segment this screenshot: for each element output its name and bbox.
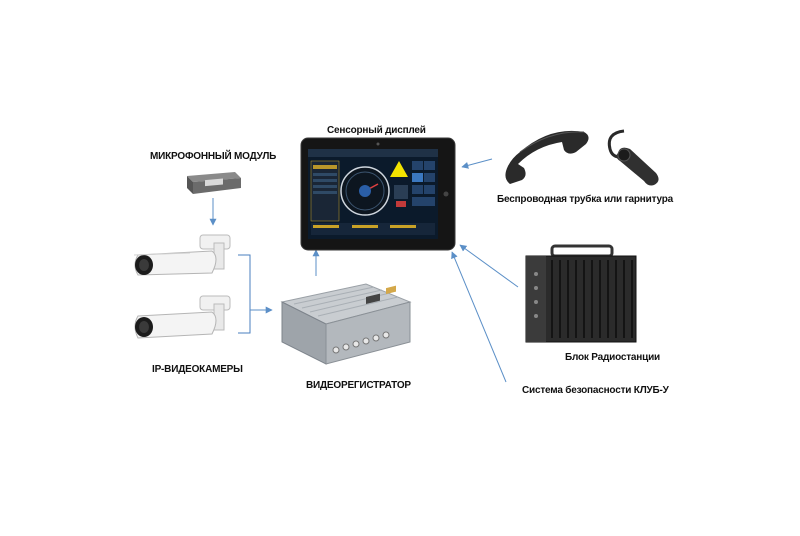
bluetooth-headset-image <box>607 129 659 186</box>
label-safety-system: Система безопасности КЛУБ-У <box>522 385 669 396</box>
video-recorder-image <box>280 283 412 365</box>
bracket-cameras <box>238 254 251 334</box>
microphone-module-image <box>187 172 241 194</box>
label-radio-unit: Блок Радиостанции <box>565 352 660 363</box>
label-touch-display: Сенсорный дисплей <box>327 125 426 136</box>
label-microphone-module: МИКРОФОННЫЙ МОДУЛЬ <box>150 151 277 162</box>
label-handset-headset: Беспроводная трубка или гарнитура <box>497 194 674 205</box>
radio-unit-image <box>525 244 637 343</box>
ip-camera-top-image <box>133 234 231 276</box>
ip-camera-bottom-image <box>134 295 231 339</box>
wireless-handset-image <box>505 130 589 184</box>
arrow-handset-to-display <box>461 158 493 169</box>
label-video-recorder: ВИДЕОРЕГИСТРАТОР <box>306 380 411 391</box>
arrow-safety-to-display <box>451 251 507 383</box>
arrow-radio-to-display <box>459 244 519 288</box>
touch-display-image <box>300 137 456 251</box>
label-ip-cameras: IP-ВИДЕОКАМЕРЫ <box>152 364 243 375</box>
